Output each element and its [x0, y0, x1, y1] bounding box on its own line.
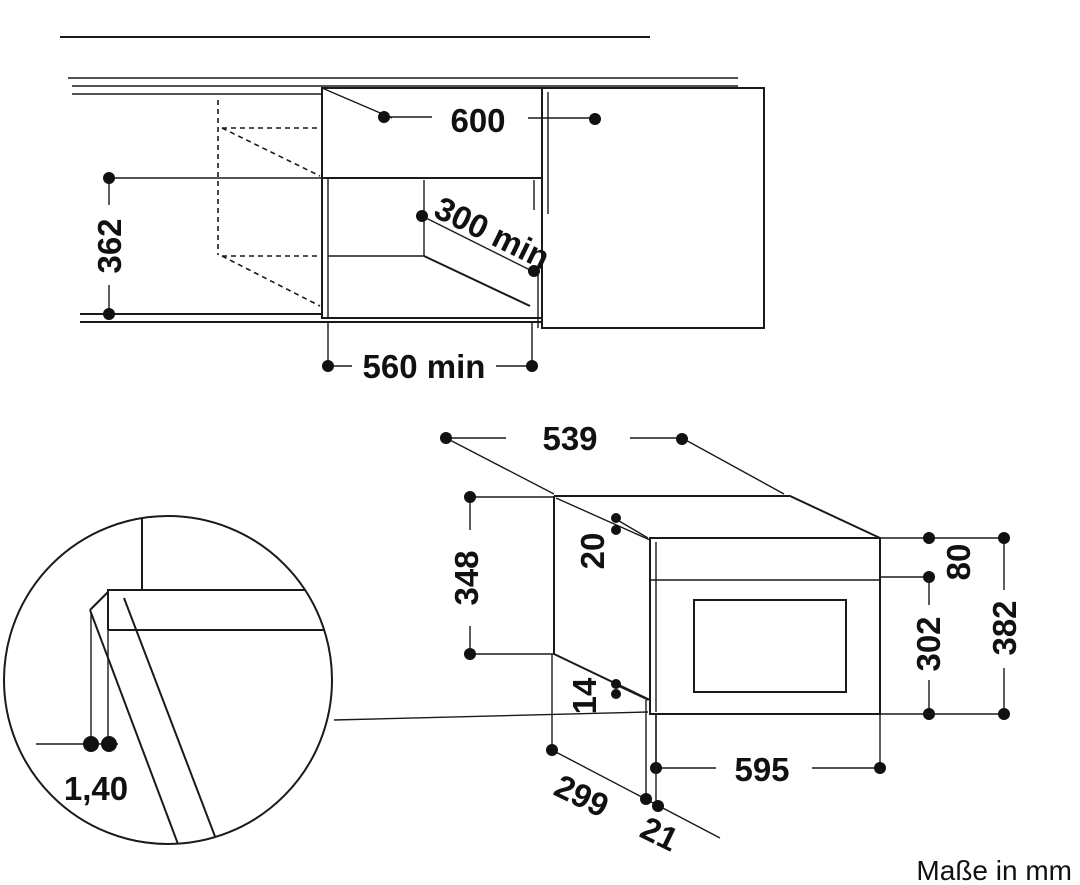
- right-cabinet: [541, 87, 765, 329]
- dim-595-dot-right: [874, 762, 886, 774]
- dim-300-label: 300 min: [429, 189, 556, 276]
- dim-299-line: [551, 749, 721, 839]
- detail-gap-dot-left: [83, 736, 99, 752]
- dim-14-dot-a: [611, 679, 621, 689]
- front-panel: [649, 537, 881, 715]
- dim-539-ext-right: [681, 437, 785, 495]
- dim-560-dot-right: [526, 360, 538, 372]
- dim-302-label: 302: [910, 616, 947, 671]
- dim-21-label: 21: [635, 809, 684, 858]
- oven-window: [693, 599, 847, 693]
- dim-80-label: 80: [940, 544, 977, 581]
- detail-circle: 1,40: [3, 515, 649, 845]
- dim-299-dot-right: [640, 793, 652, 805]
- dim-600-dot-right: [589, 113, 601, 125]
- dim-20-label: 20: [574, 533, 611, 570]
- detail-gap-dot-right: [101, 736, 117, 752]
- dim-595-label: 595: [734, 751, 789, 788]
- dim-20-dot-a: [611, 513, 621, 523]
- dim-14-dot-b: [611, 689, 621, 699]
- dim-299-label: 299: [549, 767, 615, 824]
- dim-299-dot-left: [546, 744, 558, 756]
- dim-539-dot-right: [676, 433, 688, 445]
- unit-note: Maße in mm: [916, 855, 1072, 885]
- dim-300-dot-a: [416, 210, 428, 222]
- detail-top-profile: [107, 589, 332, 630]
- detail-leader-line: [333, 711, 649, 721]
- dim-600-label: 600: [450, 102, 505, 139]
- dim-382-label: 382: [986, 600, 1023, 655]
- dim-300-dot-b: [528, 265, 540, 277]
- dim-382-dot-top: [998, 532, 1010, 544]
- dim-560-label: 560 min: [363, 348, 486, 385]
- body-top-edge: [554, 495, 881, 539]
- detail-gap-label: 1,40: [64, 770, 128, 807]
- dim-80-dot-top: [923, 532, 935, 544]
- dim-20-dot-b: [611, 525, 621, 535]
- appliance-drawing: 539 348 20 14 80 302: [440, 420, 1023, 858]
- detail-circle-outline: [3, 515, 333, 845]
- dim-14-label: 14: [566, 677, 603, 714]
- dim-21-dot: [652, 800, 664, 812]
- dim-539-label: 539: [542, 420, 597, 457]
- hidden-edge-5: [221, 255, 321, 307]
- niche-floor-diag: [423, 255, 531, 307]
- dim-362-dot-bottom: [103, 308, 115, 320]
- dim-539-ext-left: [445, 437, 555, 495]
- dim-300-line: [421, 215, 535, 273]
- dim-539-dot-left: [440, 432, 452, 444]
- dim-348-dot-top: [464, 491, 476, 503]
- detail-door-top: [89, 591, 109, 611]
- detail-door-front: [89, 609, 185, 844]
- niche-drawing: 600 300 min 362 560 min: [60, 36, 765, 385]
- detail-door-back: [123, 597, 225, 844]
- body-bottom-edge: [553, 653, 651, 701]
- body-top-side: [555, 497, 651, 541]
- dim-362-label: 362: [91, 218, 128, 273]
- dim-600-dot-left: [378, 111, 390, 123]
- dim-348-label: 348: [448, 550, 485, 605]
- niche-frame: [321, 87, 543, 319]
- dim-348-dot-bottom: [464, 648, 476, 660]
- dim-382-dot-bottom: [998, 708, 1010, 720]
- dim-560-dot-left: [322, 360, 334, 372]
- dim-362-dot-top: [103, 172, 115, 184]
- hidden-edge-3: [221, 127, 321, 177]
